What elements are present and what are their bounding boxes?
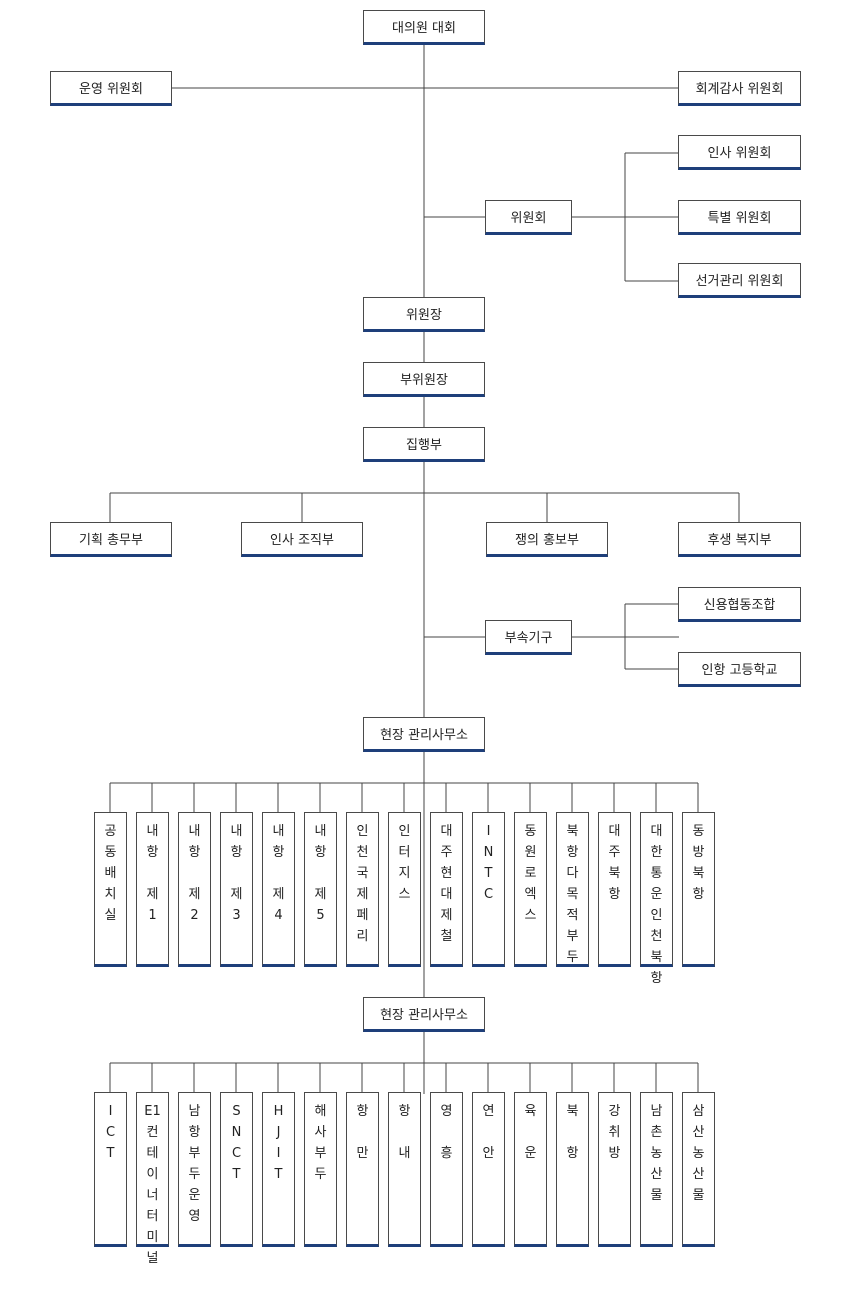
- site-branch-label: 동 원 로 엑 스: [524, 824, 537, 923]
- site-branch-box: 연 안: [472, 1092, 505, 1247]
- site-branch-label: 인 터 지 스: [398, 824, 411, 902]
- site-branch-box: 남 항 부 두 운 영: [178, 1092, 211, 1247]
- site-branch-box: 내 항 제 2: [178, 812, 211, 967]
- site-branch-box: 대 한 통 운 인 천 북 항: [640, 812, 673, 986]
- site-office-box: 현장 관리사무소: [363, 997, 485, 1032]
- site-branch-box: 북 항: [556, 1092, 589, 1247]
- ops-committee-box: 운영 위원회: [50, 71, 172, 106]
- site-branch-box: 내 항 제 5: [304, 812, 337, 967]
- site-branch-label: 내 항 제 4: [272, 824, 285, 923]
- site-branch-box: 인 터 지 스: [388, 812, 421, 967]
- pr-dept-box: 쟁의 홍보부: [486, 522, 608, 557]
- site-branch-box: 동 방 북 항: [682, 812, 715, 967]
- site-branch-label: 항 내: [398, 1104, 411, 1161]
- site-branch-label: 인 천 국 제 페 리: [356, 824, 369, 944]
- credit-union-box: 신용협동조합: [678, 587, 801, 622]
- site-branch-label: 영 흥: [440, 1104, 453, 1161]
- site-branch-box: 강 취 방: [598, 1092, 631, 1247]
- site-branch-box: 남 촌 농 산 물: [640, 1092, 673, 1247]
- site-branch-label: 대 주 현 대 제 철: [440, 824, 453, 944]
- site-branch-box: 삼 산 농 산 물: [682, 1092, 715, 1247]
- site-branch-box: H J I T: [262, 1092, 295, 1247]
- site-branch-label: 북 항 다 목 적 부 두: [566, 824, 579, 965]
- site-branch-box: 육 운: [514, 1092, 547, 1247]
- site-branch-box: 대 주 현 대 제 철: [430, 812, 463, 967]
- site-branch-box: I N T C: [472, 812, 505, 967]
- site-branch-box: E1 컨 테 이 너 터 미 널: [136, 1092, 169, 1266]
- site-branch-label: I C T: [105, 1104, 116, 1161]
- site-branch-box: 영 흥: [430, 1092, 463, 1247]
- site-branch-label: 대 한 통 운 인 천 북 항: [650, 824, 663, 986]
- site-office-box: 현장 관리사무소: [363, 717, 485, 752]
- site-branch-label: 내 항 제 2: [188, 824, 201, 923]
- planning-dept-box: 기획 총무부: [50, 522, 172, 557]
- site-branch-label: E1 컨 테 이 너 터 미 널: [144, 1104, 161, 1266]
- site-branch-box: I C T: [94, 1092, 127, 1247]
- site-branch-box: S N C T: [220, 1092, 253, 1247]
- site-branch-label: 해 사 부 두: [314, 1104, 327, 1182]
- site-branch-box: 동 원 로 엑 스: [514, 812, 547, 967]
- site-branch-label: 내 항 제 3: [230, 824, 243, 923]
- committee-box: 위원회: [485, 200, 572, 235]
- site-branch-label: 북 항: [566, 1104, 579, 1161]
- site-branch-label: 대 주 북 항: [608, 824, 621, 902]
- site-branch-box: 내 항 제 1: [136, 812, 169, 967]
- site-branch-label: 내 항 제 5: [314, 824, 327, 923]
- site-branch-label: 연 안: [482, 1104, 495, 1161]
- election-committee-box: 선거관리 위원회: [678, 263, 801, 298]
- site-branch-label: I N T C: [483, 824, 494, 902]
- site-branch-box: 내 항 제 3: [220, 812, 253, 967]
- site-branch-box: 내 항 제 4: [262, 812, 295, 967]
- special-committee-box: 특별 위원회: [678, 200, 801, 235]
- affiliates-box: 부속기구: [485, 620, 572, 655]
- organization-dept-box: 인사 조직부: [241, 522, 363, 557]
- site-branch-box: 북 항 다 목 적 부 두: [556, 812, 589, 967]
- site-branch-label: 동 방 북 항: [692, 824, 705, 902]
- school-box: 인항 고등학교: [678, 652, 801, 687]
- site-branch-label: S N C T: [231, 1104, 242, 1182]
- site-branch-label: 남 항 부 두 운 영: [188, 1104, 201, 1224]
- site-branch-box: 인 천 국 제 페 리: [346, 812, 379, 967]
- site-branch-box: 항 내: [388, 1092, 421, 1247]
- site-branch-label: 삼 산 농 산 물: [692, 1104, 705, 1203]
- site-branch-label: H J I T: [273, 1104, 284, 1182]
- vice-chairman-box: 부위원장: [363, 362, 485, 397]
- site-branch-box: 해 사 부 두: [304, 1092, 337, 1247]
- assembly-box: 대의원 대회: [363, 10, 485, 45]
- site-branch-label: 공 동 배 치 실: [104, 824, 117, 923]
- audit-committee-box: 회계감사 위원회: [678, 71, 801, 106]
- site-branch-box: 항 만: [346, 1092, 379, 1247]
- executive-box: 집행부: [363, 427, 485, 462]
- site-branch-box: 공 동 배 치 실: [94, 812, 127, 967]
- welfare-dept-box: 후생 복지부: [678, 522, 801, 557]
- site-branch-label: 남 촌 농 산 물: [650, 1104, 663, 1203]
- hr-committee-box: 인사 위원회: [678, 135, 801, 170]
- site-branch-label: 강 취 방: [608, 1104, 621, 1161]
- site-branch-label: 육 운: [524, 1104, 537, 1161]
- site-branch-label: 내 항 제 1: [146, 824, 159, 923]
- site-branch-box: 대 주 북 항: [598, 812, 631, 967]
- site-branch-label: 항 만: [356, 1104, 369, 1161]
- chairman-box: 위원장: [363, 297, 485, 332]
